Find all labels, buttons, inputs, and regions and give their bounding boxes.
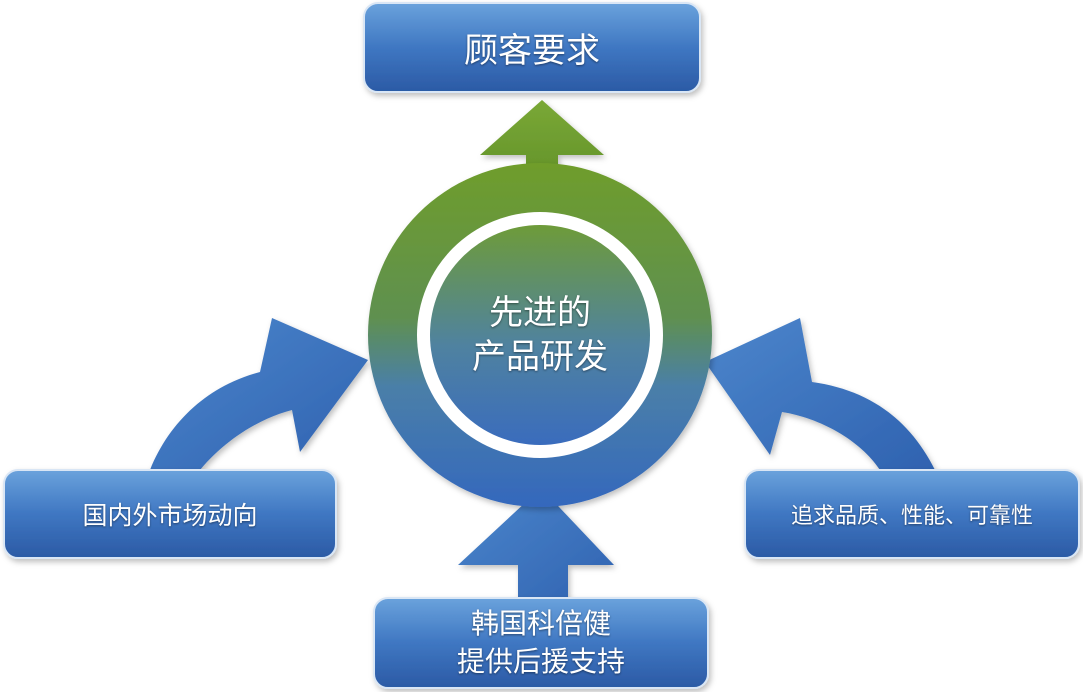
right-arrow [705, 318, 935, 470]
top-box [363, 2, 701, 93]
center-disc [430, 225, 650, 445]
right-box [744, 469, 1080, 559]
top-green-arrow [480, 100, 604, 195]
bottom-box [373, 597, 709, 689]
bottom-arrow [458, 488, 614, 610]
left-arrow [150, 318, 368, 470]
left-box [3, 469, 337, 559]
